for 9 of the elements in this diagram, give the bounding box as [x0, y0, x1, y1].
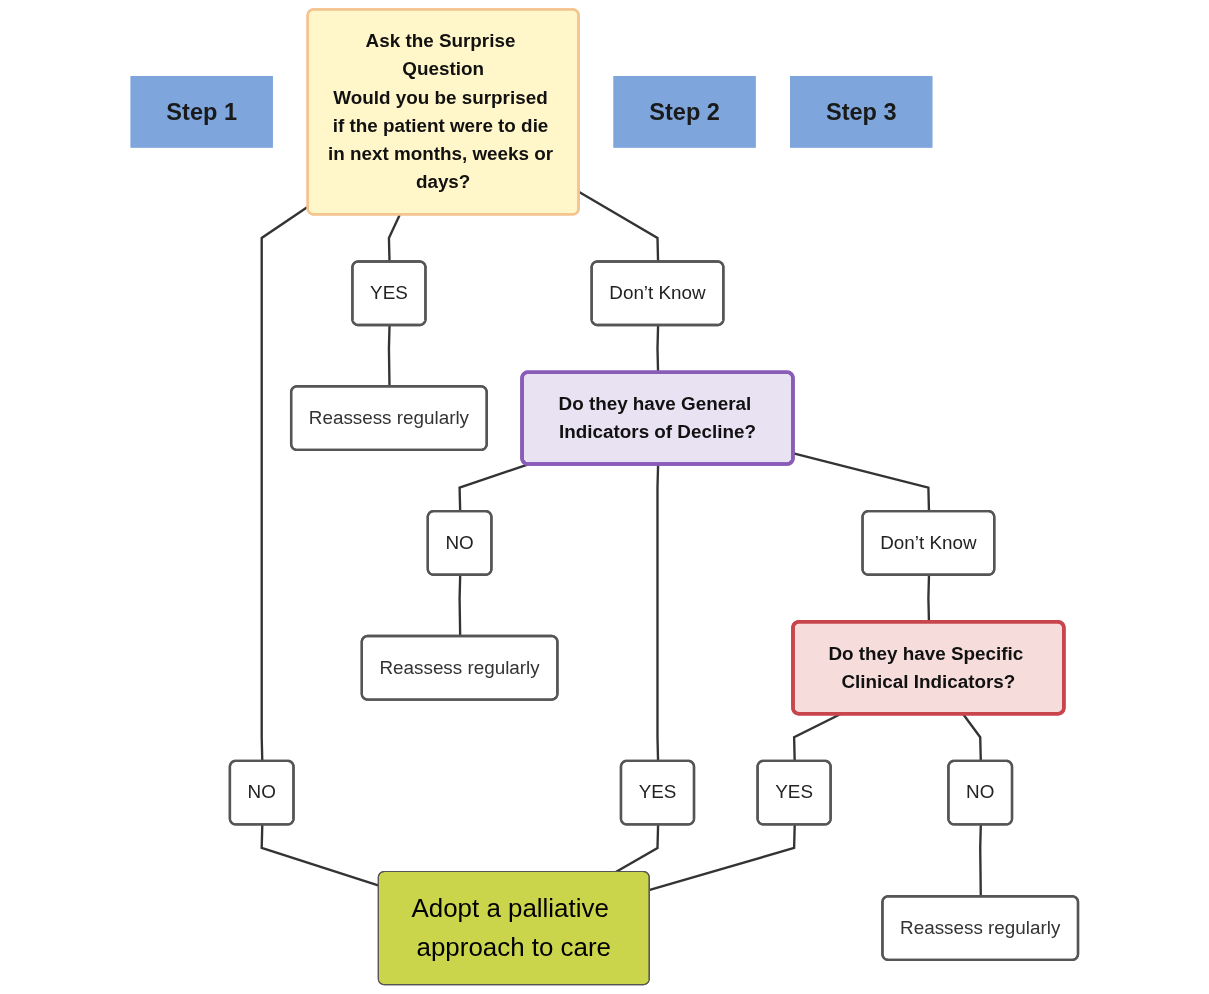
connector — [979, 824, 982, 897]
node-box: Step 3 — [790, 75, 933, 148]
node-box: Step 1 — [130, 75, 273, 148]
connector — [656, 325, 660, 373]
connector — [793, 452, 931, 512]
node-box: Step 2 — [613, 75, 756, 148]
connector — [387, 325, 391, 387]
connector — [458, 463, 528, 512]
connector — [649, 824, 796, 892]
